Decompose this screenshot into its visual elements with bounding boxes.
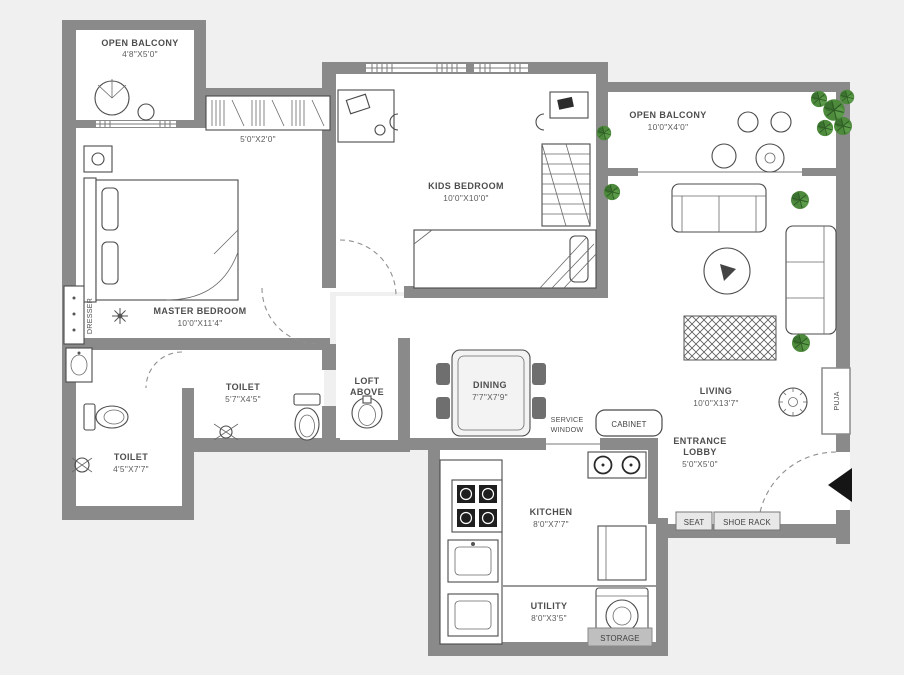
- plant-icon: [791, 333, 811, 353]
- entrance-arrow-icon: [828, 468, 852, 502]
- kids-wardrobe: [541, 143, 591, 227]
- hob-4-burner: [451, 479, 503, 533]
- dresser-label: DRESSER: [85, 298, 94, 334]
- balcony-tl: OPEN BALCONY 4'8"X5'0": [94, 38, 178, 121]
- service-window-line1: SERVICE: [551, 415, 584, 424]
- kitchen-size: 8'0"X7'7": [533, 519, 569, 529]
- master-bed: [83, 177, 239, 303]
- dining-name: DINING: [473, 380, 507, 390]
- utility-sink: [447, 593, 499, 637]
- kitchen-name: KITCHEN: [530, 507, 573, 517]
- utility-size: 8'0"X3'5": [531, 613, 567, 623]
- plant-icon: [816, 119, 834, 137]
- dining-size: 7'7"X7'9": [472, 392, 508, 402]
- shoe-rack-label: SHOE RACK: [723, 518, 771, 527]
- balcony-tl-name: OPEN BALCONY: [101, 38, 178, 48]
- balcony-tl-size: 4'8"X5'0": [122, 49, 158, 59]
- kids-bedroom-name: KIDS BEDROOM: [428, 181, 504, 191]
- balcony-tr: OPEN BALCONY 10'0"X4'0": [629, 89, 855, 173]
- dresser: DRESSER: [63, 285, 94, 345]
- loft-passage: LOFT ABOVE: [350, 376, 384, 429]
- plant-icon: [596, 125, 612, 141]
- toilet-common-name: TOILET: [226, 382, 260, 392]
- toilet-common: TOILET 5'7"X4'5": [213, 382, 321, 441]
- storage-label: STORAGE: [600, 634, 639, 643]
- puja-label: PUJA: [832, 391, 841, 410]
- master-wardrobe: 5'0"X2'0": [205, 95, 331, 144]
- entrance-lobby: ENTRANCE LOBBY 5'0"X5'0" SEAT SHOE RACK: [673, 436, 852, 531]
- plant-icon: [603, 183, 621, 201]
- rug: [683, 315, 777, 361]
- wc: [83, 403, 129, 431]
- balcony-tr-size: 10'0"X4'0": [648, 122, 689, 132]
- kitchen-sink: [447, 539, 499, 583]
- kids-bedroom: KIDS BEDROOM 10'0"X10'0": [337, 89, 612, 289]
- kids-desk: [337, 89, 395, 143]
- wash-basin: [65, 347, 93, 383]
- living-room: LIVING 10'0"X13'7" PUJA: [603, 183, 851, 435]
- dining-table: [451, 349, 531, 437]
- living-size: 10'0"X13'7": [693, 398, 739, 408]
- lobby-size: 5'0"X5'0": [682, 459, 718, 469]
- lobby-line1: ENTRANCE: [673, 436, 726, 446]
- wash-basin: [351, 395, 383, 429]
- seat-label: SEAT: [684, 518, 705, 527]
- bedside-table: [83, 145, 113, 173]
- cabinet: CABINET: [595, 409, 663, 437]
- loveseat: [671, 183, 767, 233]
- living-name: LIVING: [700, 386, 732, 396]
- dining-area: DINING 7'7"X7'9": [436, 349, 546, 437]
- plant-icon: [833, 116, 853, 136]
- kids-shelf: [549, 91, 589, 119]
- master-bedroom-size: 10'0"X11'4": [178, 318, 223, 328]
- seat: SEAT: [675, 511, 713, 531]
- service-window: SERVICE WINDOW: [551, 415, 584, 434]
- shoe-rack: SHOE RACK: [713, 511, 781, 531]
- shower-icon: [71, 457, 93, 473]
- utility: UTILITY 8'0"X3'5" STORAGE: [447, 585, 656, 647]
- washing-machine: [595, 587, 649, 641]
- kids-bed: [413, 229, 597, 289]
- coffee-table: [703, 247, 751, 295]
- shower-icon: [213, 423, 239, 441]
- loft-line2: ABOVE: [350, 387, 384, 397]
- master-bedroom: 5'0"X2'0" DRESSER MASTER BEDROOM 10'0"X1…: [63, 95, 331, 345]
- service-window-line2: WINDOW: [551, 425, 584, 434]
- utility-name: UTILITY: [531, 601, 568, 611]
- plant-icon: [790, 190, 810, 210]
- balcony-tr-name: OPEN BALCONY: [629, 110, 706, 120]
- cabinet-label: CABINET: [611, 420, 646, 429]
- master-bedroom-name: MASTER BEDROOM: [153, 306, 246, 316]
- lobby-line2: LOBBY: [683, 447, 717, 457]
- fridge: [597, 525, 647, 581]
- toilet-master-size: 4'5"X7'7": [113, 464, 149, 474]
- master-wardrobe-size: 5'0"X2'0": [240, 134, 276, 144]
- wall-light-icon: [535, 113, 545, 131]
- door-arcs: [145, 239, 837, 531]
- storage: STORAGE: [587, 627, 653, 647]
- puja-niche: PUJA: [778, 367, 851, 435]
- wall-light-icon: [389, 113, 399, 131]
- plant-icon: [839, 89, 855, 105]
- toilet-master: TOILET 4'5"X7'7": [65, 347, 149, 474]
- cooktop-2-burner: [587, 451, 647, 479]
- loft-line1: LOFT: [354, 376, 379, 386]
- toilet-common-size: 5'7"X4'5": [225, 394, 261, 404]
- toilet-master-name: TOILET: [114, 452, 148, 462]
- sofa: [785, 225, 837, 335]
- dining-chairs: [436, 363, 546, 419]
- kids-bedroom-size: 10'0"X10'0": [443, 193, 489, 203]
